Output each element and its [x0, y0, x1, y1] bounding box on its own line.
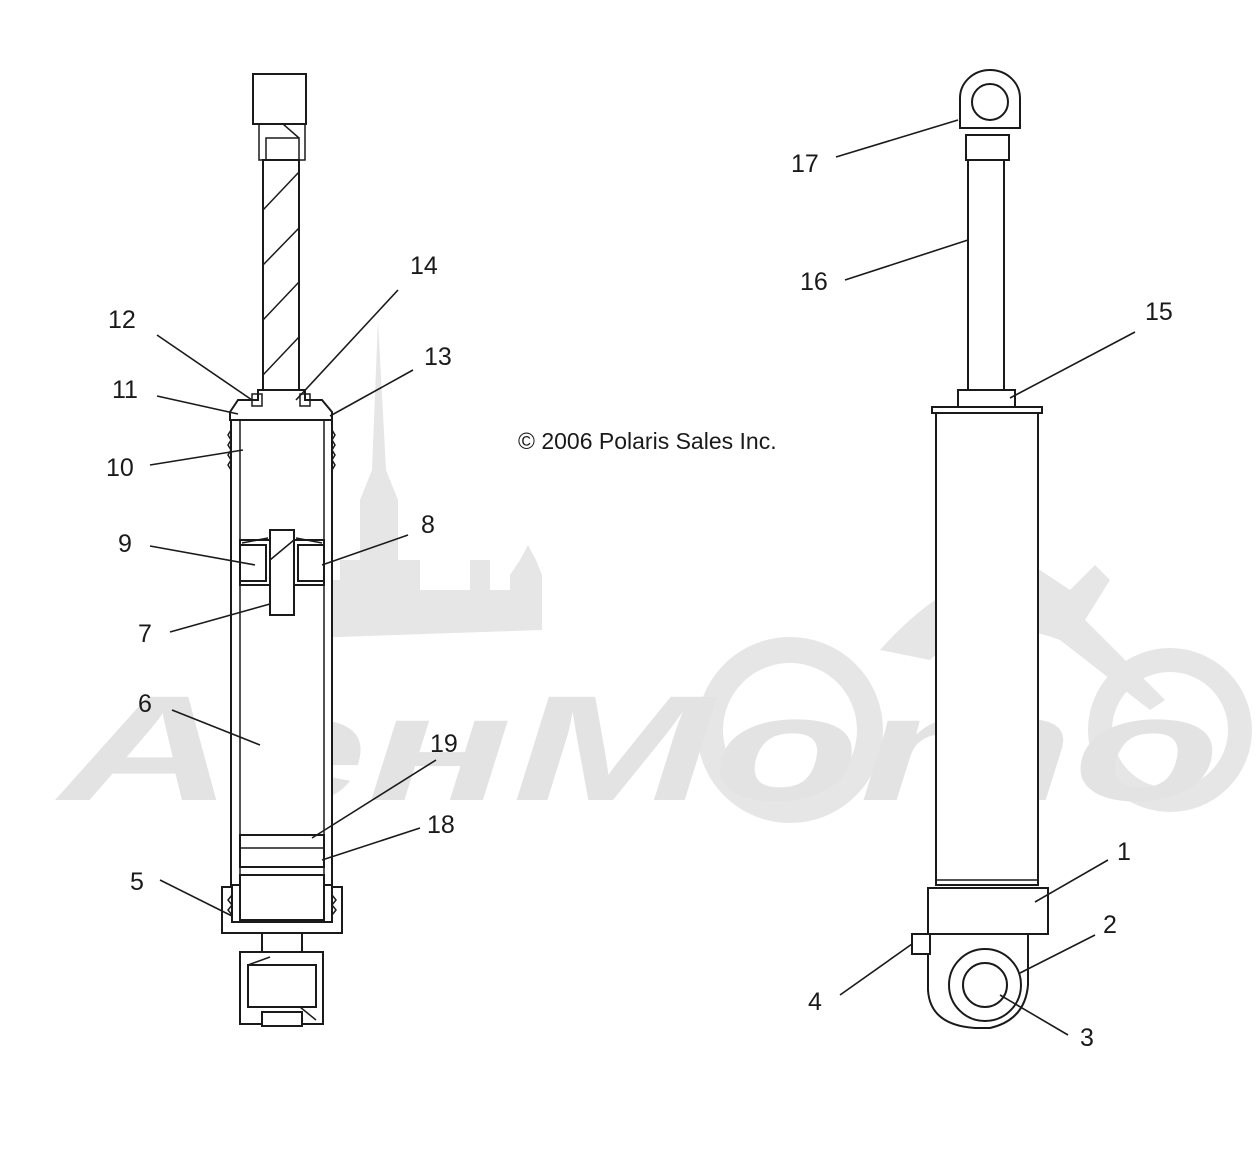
- callout-1: 1: [1117, 838, 1131, 866]
- cutaway-shock: [221, 73, 343, 1027]
- exterior-shock: [911, 69, 1049, 1029]
- callout-18: 18: [427, 811, 455, 839]
- callout-12: 12: [108, 306, 136, 334]
- callout-14: 14: [410, 252, 438, 280]
- callout-19: 19: [430, 730, 458, 758]
- callout-labels: 1 2 3 4 5 6 7 8 9 10 11 12 13 14 15 16 1…: [106, 150, 1173, 1052]
- callout-4: 4: [808, 988, 822, 1016]
- callout-16: 16: [800, 268, 828, 296]
- callout-6: 6: [138, 690, 152, 718]
- bottom-collar: [927, 887, 1049, 935]
- callout-9: 9: [118, 530, 132, 558]
- callout-3: 3: [1080, 1024, 1094, 1052]
- seal-cap: [957, 389, 1016, 409]
- callout-17: 17: [791, 150, 819, 178]
- callout-13: 13: [424, 343, 452, 371]
- exterior-body: [935, 412, 1039, 886]
- leader-lines: [149, 119, 1136, 1036]
- side-bolt: [911, 933, 931, 955]
- callout-10: 10: [106, 454, 134, 482]
- floating-piston: [239, 834, 325, 868]
- watermark-text: AeнMoтo: [54, 664, 1220, 832]
- body-tube: [230, 419, 333, 886]
- callout-15: 15: [1145, 298, 1173, 326]
- callout-11: 11: [112, 376, 138, 404]
- callout-8: 8: [421, 511, 435, 539]
- callout-5: 5: [130, 868, 144, 896]
- callout-7: 7: [138, 620, 152, 648]
- exterior-shaft: [967, 159, 1005, 391]
- copyright-notice: © 2006 Polaris Sales Inc.: [518, 428, 777, 454]
- upper-mount: [252, 73, 307, 125]
- callout-2: 2: [1103, 911, 1117, 939]
